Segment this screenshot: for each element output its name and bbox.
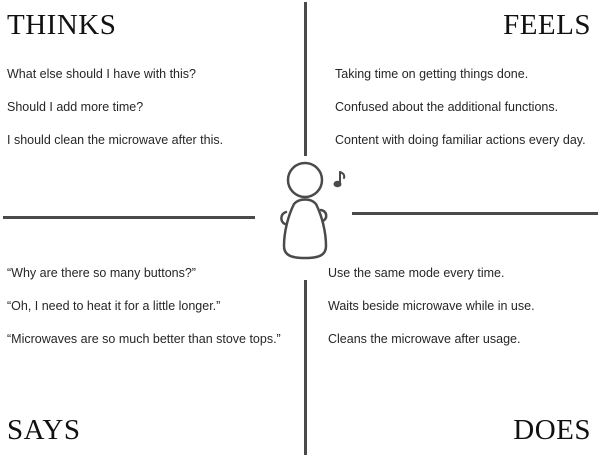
thinks-item: What else should I have with this? (7, 67, 196, 81)
says-title: SAYS (7, 414, 81, 446)
feels-item: Taking time on getting things done. (335, 67, 529, 81)
does-title: DOES (513, 414, 591, 446)
person-icon (280, 161, 346, 260)
feels-item: Confused about the additional functions. (335, 100, 559, 114)
person-left-hand (280, 210, 288, 226)
person-right-hand (319, 208, 328, 223)
vertical-divider-top (304, 2, 307, 156)
says-item: “Microwaves are so much better than stov… (7, 332, 281, 346)
person-head (286, 161, 324, 199)
says-list: “Why are there so many buttons?” “Oh, I … (7, 265, 281, 364)
does-item: Waits beside microwave while in use. (328, 299, 535, 313)
music-note-icon (333, 171, 346, 188)
vertical-divider-bottom (304, 280, 307, 455)
thinks-title: THINKS (7, 9, 117, 41)
feels-list: Taking time on getting things done. Conf… (335, 66, 586, 165)
feels-item: Content with doing familiar actions ever… (335, 133, 586, 147)
horizontal-divider-right (352, 212, 598, 215)
does-item: Use the same mode every time. (328, 266, 505, 280)
thinks-item: I should clean the microwave after this. (7, 133, 224, 147)
horizontal-divider-left (3, 216, 255, 219)
person-body (282, 198, 328, 260)
does-item: Cleans the microwave after usage. (328, 332, 521, 346)
says-item: “Why are there so many buttons?” (7, 266, 196, 280)
thinks-item: Should I add more time? (7, 100, 144, 114)
thinks-list: What else should I have with this? Shoul… (7, 66, 223, 165)
does-list: Use the same mode every time. Waits besi… (328, 265, 535, 364)
says-item: “Oh, I need to heat it for a little long… (7, 299, 221, 313)
feels-title: FEELS (503, 9, 591, 41)
